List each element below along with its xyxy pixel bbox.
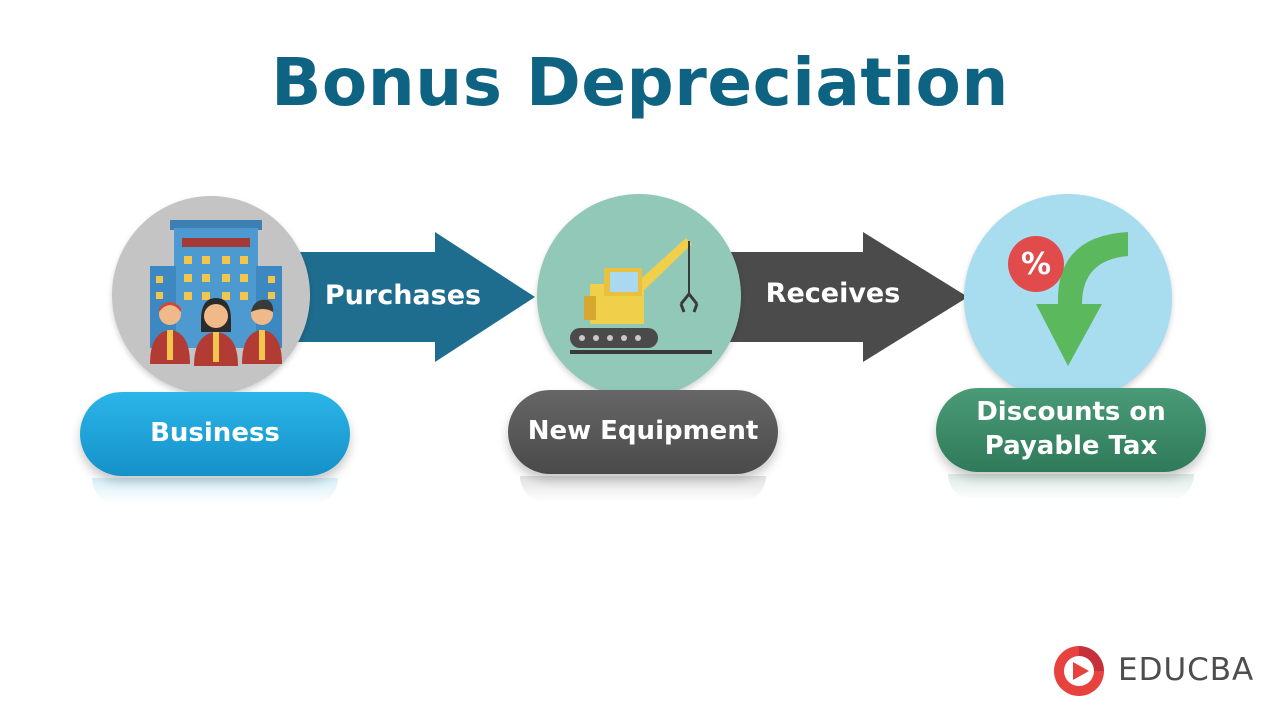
educba-logo: EDUCBA <box>1050 642 1253 698</box>
arrow-purchases <box>290 232 535 362</box>
logo-text: EDUCBA <box>1118 652 1255 688</box>
office-building-people-icon <box>150 220 282 366</box>
tax-pill-reflection <box>948 474 1194 500</box>
diagram-title: Bonus Depreciation <box>271 44 1009 121</box>
crane-excavator-icon <box>570 238 712 354</box>
arrow-receives <box>718 232 968 362</box>
arrow-label-purchases: Purchases <box>324 280 482 311</box>
tax-pill: Discounts on Payable Tax <box>936 388 1206 472</box>
business-pill-reflection <box>92 478 338 504</box>
percent-down-arrow-icon: % <box>1008 232 1128 366</box>
equipment-pill-reflection <box>520 476 766 502</box>
equipment-pill: New Equipment <box>508 390 778 474</box>
business-pill: Business <box>80 392 350 476</box>
svg-text:%: % <box>1021 247 1051 282</box>
arrow-label-receives: Receives <box>765 278 901 309</box>
educba-play-logo-icon <box>1054 646 1104 696</box>
